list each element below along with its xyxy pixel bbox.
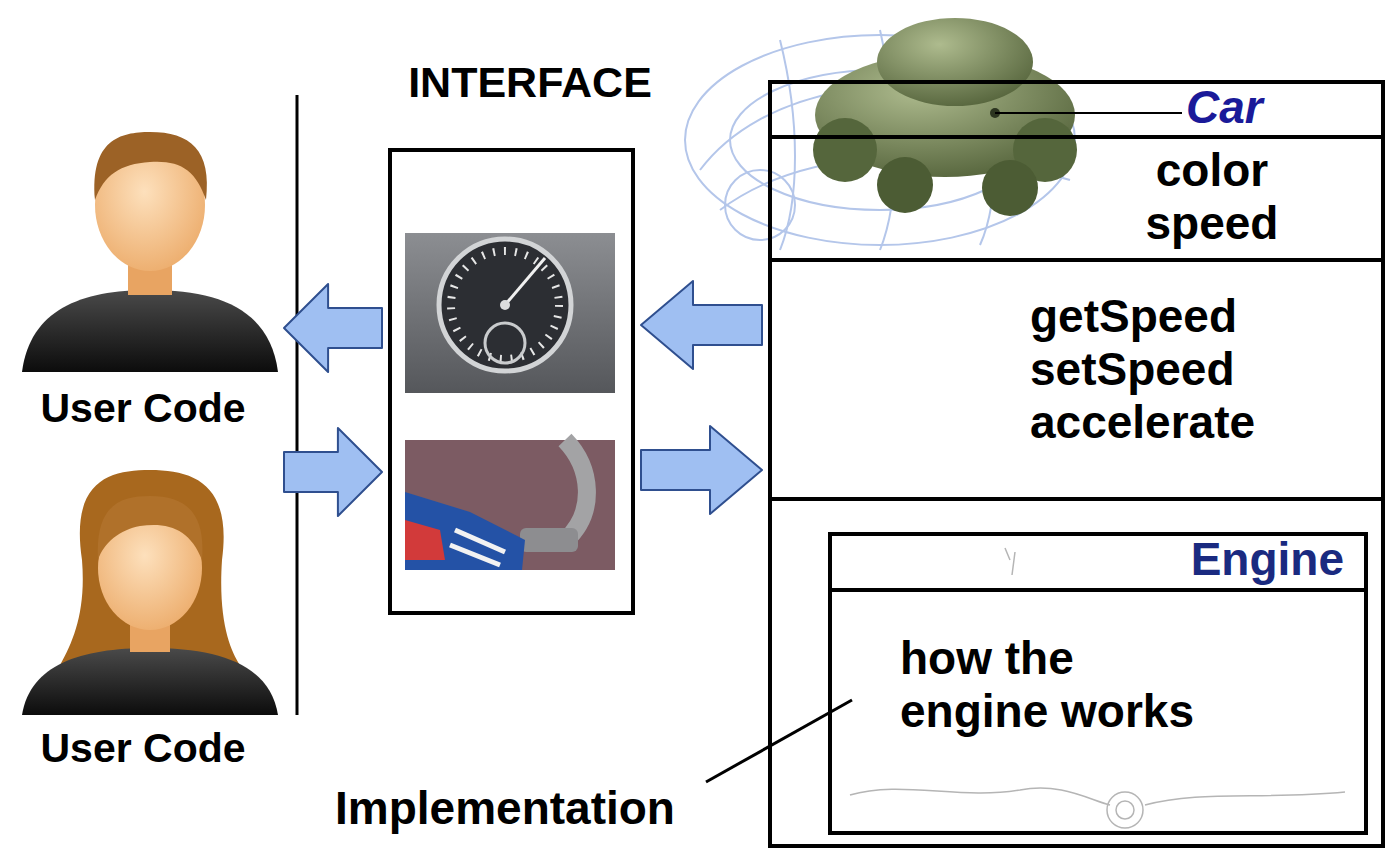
engine-box: Engine how the engine works: [828, 532, 1368, 835]
user-code-actor: User Code: [8, 140, 278, 432]
block-arrow: [641, 281, 762, 369]
footwell: [405, 440, 615, 570]
sketch-curve: [1145, 792, 1345, 805]
female-user-icon: [22, 470, 278, 715]
user-code-actor: User Code: [8, 480, 278, 772]
long-hair: [60, 470, 240, 665]
engine-name: Engine: [1191, 534, 1344, 585]
interface-heading: INTERFACE: [370, 58, 690, 107]
class-name: Car: [1186, 82, 1263, 133]
dial-ticks: [451, 251, 559, 359]
car-cabin: [877, 18, 1033, 106]
car-body: [813, 18, 1077, 216]
compartment-divider: [772, 258, 1381, 262]
implementation-label: Implementation: [335, 782, 675, 835]
interface-frame: [388, 148, 635, 615]
actor-label: User Code: [8, 385, 278, 432]
actor-label: User Code: [8, 725, 278, 772]
block-arrow: [284, 428, 382, 516]
fringe: [98, 496, 203, 560]
shoulders: [22, 648, 278, 715]
compartment-divider: [832, 588, 1364, 592]
needle-hub: [500, 300, 510, 310]
speedometer-photo: [405, 233, 615, 393]
method-list: getSpeed setSpeed accelerate: [1030, 290, 1300, 449]
leader-line: [995, 112, 1182, 114]
sneaker: [405, 492, 525, 570]
block-arrow: [641, 426, 762, 514]
sketch-curve: [850, 788, 1110, 805]
block-arrow: [284, 284, 382, 372]
interface-panel: INTERFACE: [370, 58, 690, 618]
male-user-icon: [22, 132, 278, 372]
sub-dial: [485, 323, 525, 363]
shoulders: [22, 290, 278, 372]
class-box: Car color speed getSpeed setSpeed accelera…: [768, 80, 1385, 848]
car-wheel: [877, 157, 933, 213]
needle: [505, 258, 545, 305]
dashboard: [405, 233, 615, 393]
user-bracket: [296, 95, 299, 715]
compartment-divider: [772, 497, 1381, 501]
sketch-marks: [1005, 548, 1015, 575]
sneaker-patch: [405, 520, 445, 560]
sketch-wheel: [1116, 801, 1134, 819]
dial-rim: [439, 239, 571, 371]
pedal-pad: [520, 528, 578, 552]
compartment-divider: [772, 135, 1381, 139]
sketch-wheel: [1107, 792, 1143, 828]
sneaker-stripes: [450, 530, 505, 565]
implementation-detail: how the engine works: [900, 632, 1220, 738]
car-wheel: [982, 160, 1038, 216]
car-wheel: [813, 118, 877, 182]
wire-wheel: [725, 170, 795, 240]
pedal-photo: [405, 440, 615, 570]
hair: [94, 132, 207, 200]
pedal-arm: [565, 440, 587, 540]
attribute-list: color speed: [1112, 144, 1312, 250]
